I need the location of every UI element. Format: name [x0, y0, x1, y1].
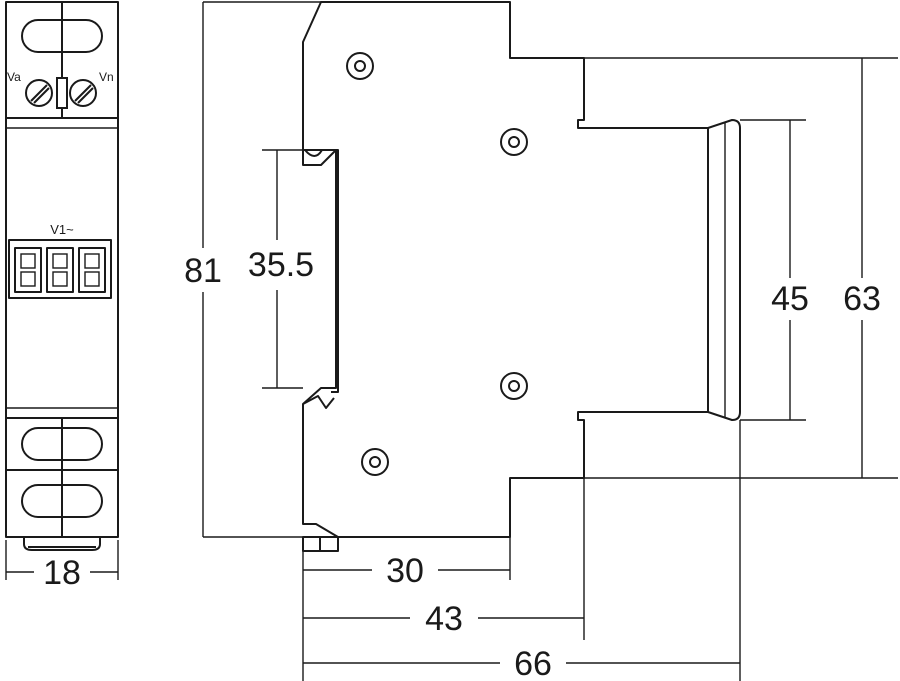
display-window: [8, 239, 112, 299]
digit-1-top: [20, 253, 36, 269]
din-rail-notch: [303, 149, 339, 393]
screw-slot-va: [30, 84, 48, 102]
inner-45-label: 45: [771, 280, 809, 318]
terminal-label-vn: Vn: [99, 70, 114, 84]
screw-slot-vn: [74, 84, 92, 102]
screw-3-center: [508, 380, 520, 392]
rear-bracket: [707, 119, 741, 421]
front-view: Va Vn V1~ 18: [5, 1, 119, 592]
screw-1-icon: [346, 52, 374, 80]
width-dimension-label: 18: [43, 554, 81, 592]
digit-1-bottom: [20, 271, 36, 287]
side-screws: [346, 52, 528, 476]
screw-slot-vn-2: [77, 87, 94, 104]
screw-1-center: [354, 60, 366, 72]
side-body-outline: [302, 1, 709, 538]
digit-2-bottom: [52, 271, 68, 287]
outer-63-label: 63: [843, 280, 881, 318]
terminal-screw-va-icon: [25, 79, 53, 107]
height-81-label: 81: [184, 252, 222, 290]
rail-35-5-label: 35.5: [248, 246, 314, 284]
screw-slot-va-2: [33, 87, 50, 104]
digit-2: [46, 247, 74, 293]
top-screw-slot: [21, 19, 103, 53]
terminal-label-va: Va: [7, 70, 21, 84]
screw-2-center: [508, 136, 520, 148]
digit-3: [78, 247, 106, 293]
rail-clip-bottom: [302, 395, 335, 409]
digit-3-top: [84, 253, 100, 269]
digit-2-top: [52, 253, 68, 269]
din-clip-foot: [23, 537, 101, 551]
depth-43-label: 43: [425, 600, 463, 638]
digit-3-bottom: [84, 271, 100, 287]
bottom-screw-slot-1: [21, 427, 103, 461]
terminal-separator: [56, 77, 68, 109]
screw-4-center: [369, 456, 381, 468]
screw-2-icon: [500, 128, 528, 156]
screw-3-icon: [500, 372, 528, 400]
depth-30-label: 30: [386, 552, 424, 590]
seven-segment-digits: [14, 247, 106, 293]
bottom-screw-slot-2: [21, 484, 103, 518]
digit-1: [14, 247, 42, 293]
terminal-screw-vn-icon: [69, 79, 97, 107]
screw-4-icon: [361, 448, 389, 476]
rail-hook-top: [304, 149, 323, 157]
display-label: V1~: [50, 222, 74, 237]
depth-66-label: 66: [514, 645, 552, 681]
side-view: 81 35.5 45 63 30 43 66: [184, 1, 898, 681]
